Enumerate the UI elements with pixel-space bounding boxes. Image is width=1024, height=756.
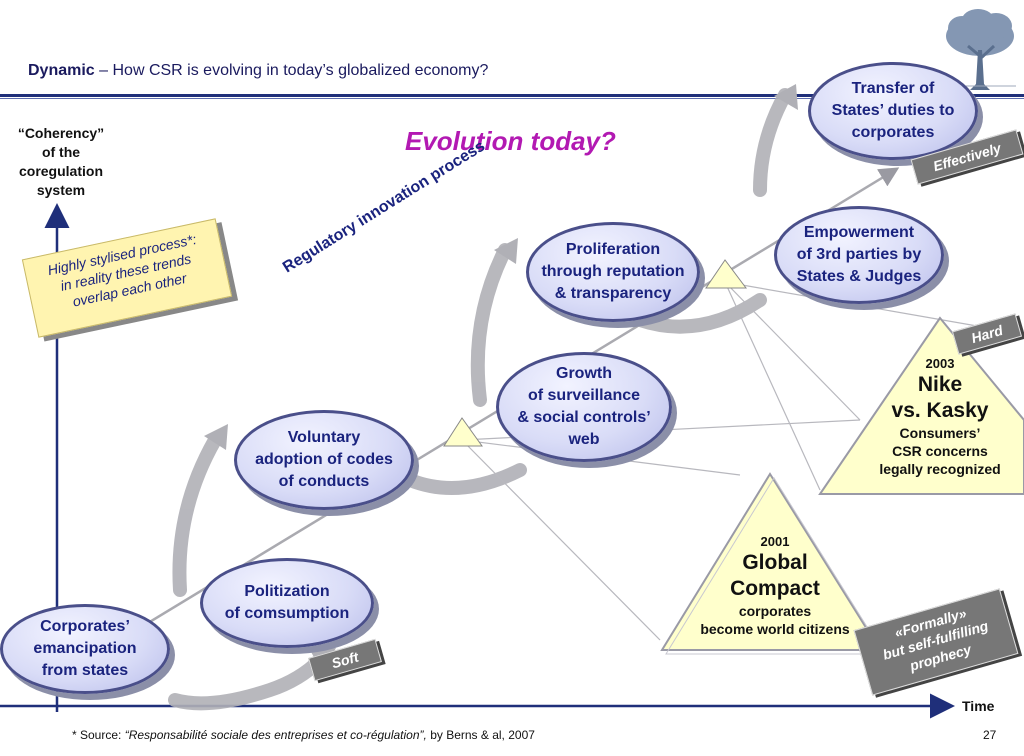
global-compact-title-line: Compact <box>730 577 820 600</box>
stage-line: of surveillance <box>527 387 641 404</box>
header-divider <box>0 94 1024 97</box>
stage-line: Proliferation <box>565 241 661 258</box>
y-axis-label-line: “Coherency” <box>17 125 105 141</box>
stage-corporates-emancipation: Corporates’ emancipation from states <box>0 604 170 694</box>
stage-line: of comsumption <box>224 605 350 622</box>
tree-logo-icon <box>946 9 1016 90</box>
stage-line: Voluntary <box>287 429 361 446</box>
global-compact-title-line: Global <box>742 551 808 574</box>
stage-proliferation: Proliferation through reputation & trans… <box>526 222 700 322</box>
stage-line: through reputation <box>541 263 685 280</box>
evolution-heading: Evolution today? <box>405 126 616 156</box>
flow-arrows <box>168 88 792 711</box>
source-citation: * Source: “Responsabilité sociale des en… <box>72 728 535 742</box>
nike-text: 2003 Nike vs. Kasky Consumers’ CSR conce… <box>860 356 1020 478</box>
stage-growth-surveillance: Growth of surveillance & social controls… <box>496 352 672 462</box>
global-compact-year: 2001 <box>760 534 790 549</box>
stage-line: Corporates’ <box>40 618 130 635</box>
stage-voluntary-adoption: Voluntary adoption of codes of conducts <box>234 410 414 510</box>
y-axis-label: “Coherency” of the coregulation system <box>6 124 116 200</box>
stage-politization: Politization of comsumption <box>200 558 374 648</box>
nike-title-line: vs. Kasky <box>891 399 989 422</box>
stage-line: Empowerment <box>803 224 915 241</box>
stage-line: States’ duties to <box>831 102 955 119</box>
stage-line: from states <box>41 662 129 679</box>
global-compact-text: 2001 Global Compact corporates become wo… <box>680 534 870 638</box>
stage-line: & social controls’ <box>517 409 651 426</box>
nike-year: 2003 <box>925 356 955 371</box>
stage-empowerment: Empowerment of 3rd parties by States & J… <box>774 206 944 304</box>
small-triangle-2 <box>705 259 747 289</box>
page-title-bold: Dynamic <box>28 62 95 79</box>
stage-line: adoption of codes <box>255 451 393 468</box>
stage-line: emancipation <box>33 640 137 657</box>
stage-line: Politization <box>244 583 330 600</box>
stage-line: Growth <box>556 365 612 382</box>
stage-line: corporates <box>851 124 935 141</box>
stage-line: of 3rd parties by <box>796 246 922 263</box>
stage-line: States & Judges <box>796 268 922 285</box>
small-triangle-1 <box>443 417 483 447</box>
global-compact-triangle-shadow <box>665 477 885 655</box>
page-number: 27 <box>983 728 997 742</box>
nike-triangle <box>818 316 1024 495</box>
y-axis-label-line: of the <box>41 144 81 160</box>
global-compact-sub-line: corporates <box>738 603 812 619</box>
y-axis-label-line: coregulation <box>18 163 103 179</box>
page-title-rest: – How CSR is evolving in today’s globali… <box>94 62 489 79</box>
source-suffix: by Berns & al, 2007 <box>426 728 535 742</box>
global-compact-sub-line: become world citizens <box>700 621 850 637</box>
stage-line: Transfer of <box>851 80 935 97</box>
x-axis-label: Time <box>962 698 995 714</box>
y-axis-label-line: system <box>36 182 86 198</box>
nike-title-line: Nike <box>917 373 963 396</box>
global-compact-triangle <box>660 472 882 651</box>
stage-transfer: Transfer of States’ duties to corporates <box>808 62 978 160</box>
header-divider-thin <box>0 98 1024 99</box>
page-title: Dynamic – How CSR is evolving in today’s… <box>28 62 488 80</box>
nike-sub-line: Consumers’ <box>899 425 981 441</box>
stage-line: of conducts <box>278 473 370 490</box>
stage-line: & transparency <box>554 285 672 302</box>
nike-sub-line: CSR concerns <box>892 443 988 459</box>
nike-sub-line: legally recognized <box>879 461 1001 477</box>
stage-line: web <box>568 431 600 448</box>
source-title: “Responsabilité sociale des entreprises … <box>124 728 427 742</box>
source-prefix: * Source: <box>72 728 125 742</box>
